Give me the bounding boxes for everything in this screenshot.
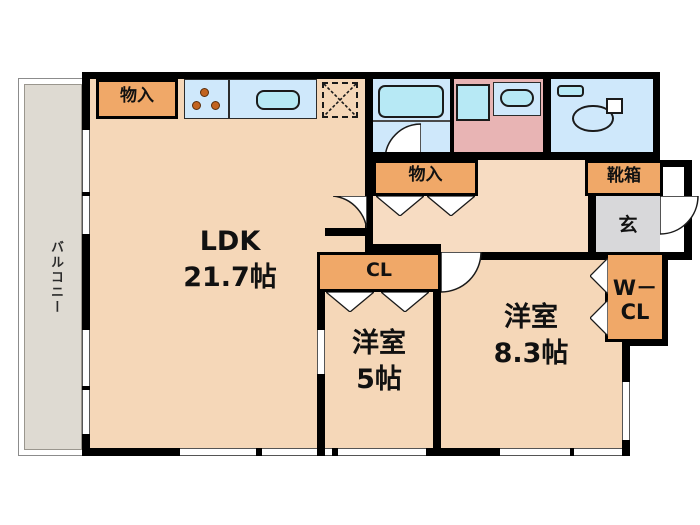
bedroom-large-name-label: 洋室 xyxy=(504,302,558,333)
bedroom-large-window-right xyxy=(622,382,630,440)
vanity-basin xyxy=(500,89,534,107)
balcony-deck xyxy=(24,84,82,450)
balcony-label: バルコニー xyxy=(48,239,63,315)
bedroom-large-door-arc xyxy=(441,252,482,293)
wcl-door-marker-bottom xyxy=(590,300,608,336)
bedroom-small-area-label: 5帖 xyxy=(356,364,402,395)
bedroom-large-wall-left xyxy=(433,252,441,456)
bedroom-closet-door-marker-left xyxy=(326,292,374,312)
ldk-balcony-window-lower xyxy=(82,330,90,386)
shoe-cabinet xyxy=(588,163,660,193)
bedroom-large-window-bottom xyxy=(500,448,570,456)
bedroom-large-wall-top xyxy=(433,252,629,260)
ldk-name-label: LDK xyxy=(199,226,261,257)
hand-wash-basin xyxy=(557,85,584,97)
stove-burner-2 xyxy=(192,101,201,110)
toilet-bowl xyxy=(572,105,614,132)
bathtub xyxy=(378,85,444,118)
shoe-cabinet-label: 靴箱 xyxy=(607,166,641,186)
stove-burner-3 xyxy=(211,101,220,110)
toilet-tank xyxy=(606,98,623,114)
bathroom-wall-bottom xyxy=(365,152,451,160)
wcl-door-marker-top xyxy=(590,258,608,294)
hall-closet-door-marker-left xyxy=(376,196,424,216)
ldk-window-bottom-2 xyxy=(262,448,332,456)
bedroom-large-window-bottom-2 xyxy=(574,448,622,456)
ldk-window-bottom-1 xyxy=(180,448,256,456)
walk-in-closet-label: W－ CL xyxy=(612,276,658,324)
bedroom-closet xyxy=(320,255,438,289)
washing-machine-space xyxy=(456,84,490,121)
ldk-area-label: 21.7帖 xyxy=(183,262,277,293)
wall-hall-bottom-left xyxy=(373,244,441,252)
washroom-wall-bottom xyxy=(451,152,551,160)
hall-closet-label: 物入 xyxy=(408,165,443,185)
entrance-door-arc xyxy=(660,196,699,235)
genkan-label: 玄 xyxy=(618,214,638,236)
bedroom-closet-label: CL xyxy=(365,259,393,281)
bedroom-small-window-bottom xyxy=(338,448,426,456)
kitchen-counter-divider xyxy=(228,79,230,119)
hall-closet xyxy=(376,163,475,193)
bathroom-wall-left xyxy=(365,72,373,158)
stove-burner-1 xyxy=(200,88,209,97)
bedroom-large-area-label: 8.3帖 xyxy=(493,338,569,369)
genkan xyxy=(596,196,660,260)
wall-wcl-bottom xyxy=(622,338,668,346)
bedroom-small xyxy=(325,288,433,448)
wall-right-toilet xyxy=(653,72,660,164)
bedroom-small-window-left xyxy=(317,330,325,374)
wall-ldk-hall-stub xyxy=(325,228,373,236)
washroom-wall-right xyxy=(543,72,551,164)
wall-genkan-top xyxy=(660,160,692,167)
refrigerator-space-cross xyxy=(323,83,357,117)
ldk-closet xyxy=(99,82,175,116)
wall-left-ldk xyxy=(82,72,90,456)
wall-ldk-hall xyxy=(365,160,373,252)
refrigerator-space xyxy=(322,82,358,118)
ldk-closet-label: 物入 xyxy=(120,86,154,106)
kitchen-sink xyxy=(256,90,300,110)
ldk-balcony-window-bottom xyxy=(82,390,90,434)
bedroom-large xyxy=(441,260,622,448)
bedroom-small-name-label: 洋室 xyxy=(352,328,406,359)
ldk-balcony-window-upper xyxy=(82,130,90,192)
wall-genkan-bottom xyxy=(660,252,692,260)
wall-kitchen-bath-divider xyxy=(450,72,454,160)
walk-in-closet xyxy=(608,255,662,339)
genkan-wall-left xyxy=(588,196,596,260)
hall-closet-door-marker-right xyxy=(427,196,475,216)
bedroom-closet-door-marker-right xyxy=(381,292,429,312)
toilet-wall-bottom xyxy=(543,152,660,160)
bathroom-floor-divider xyxy=(373,120,450,122)
ldk-balcony-window-mid xyxy=(82,196,90,234)
